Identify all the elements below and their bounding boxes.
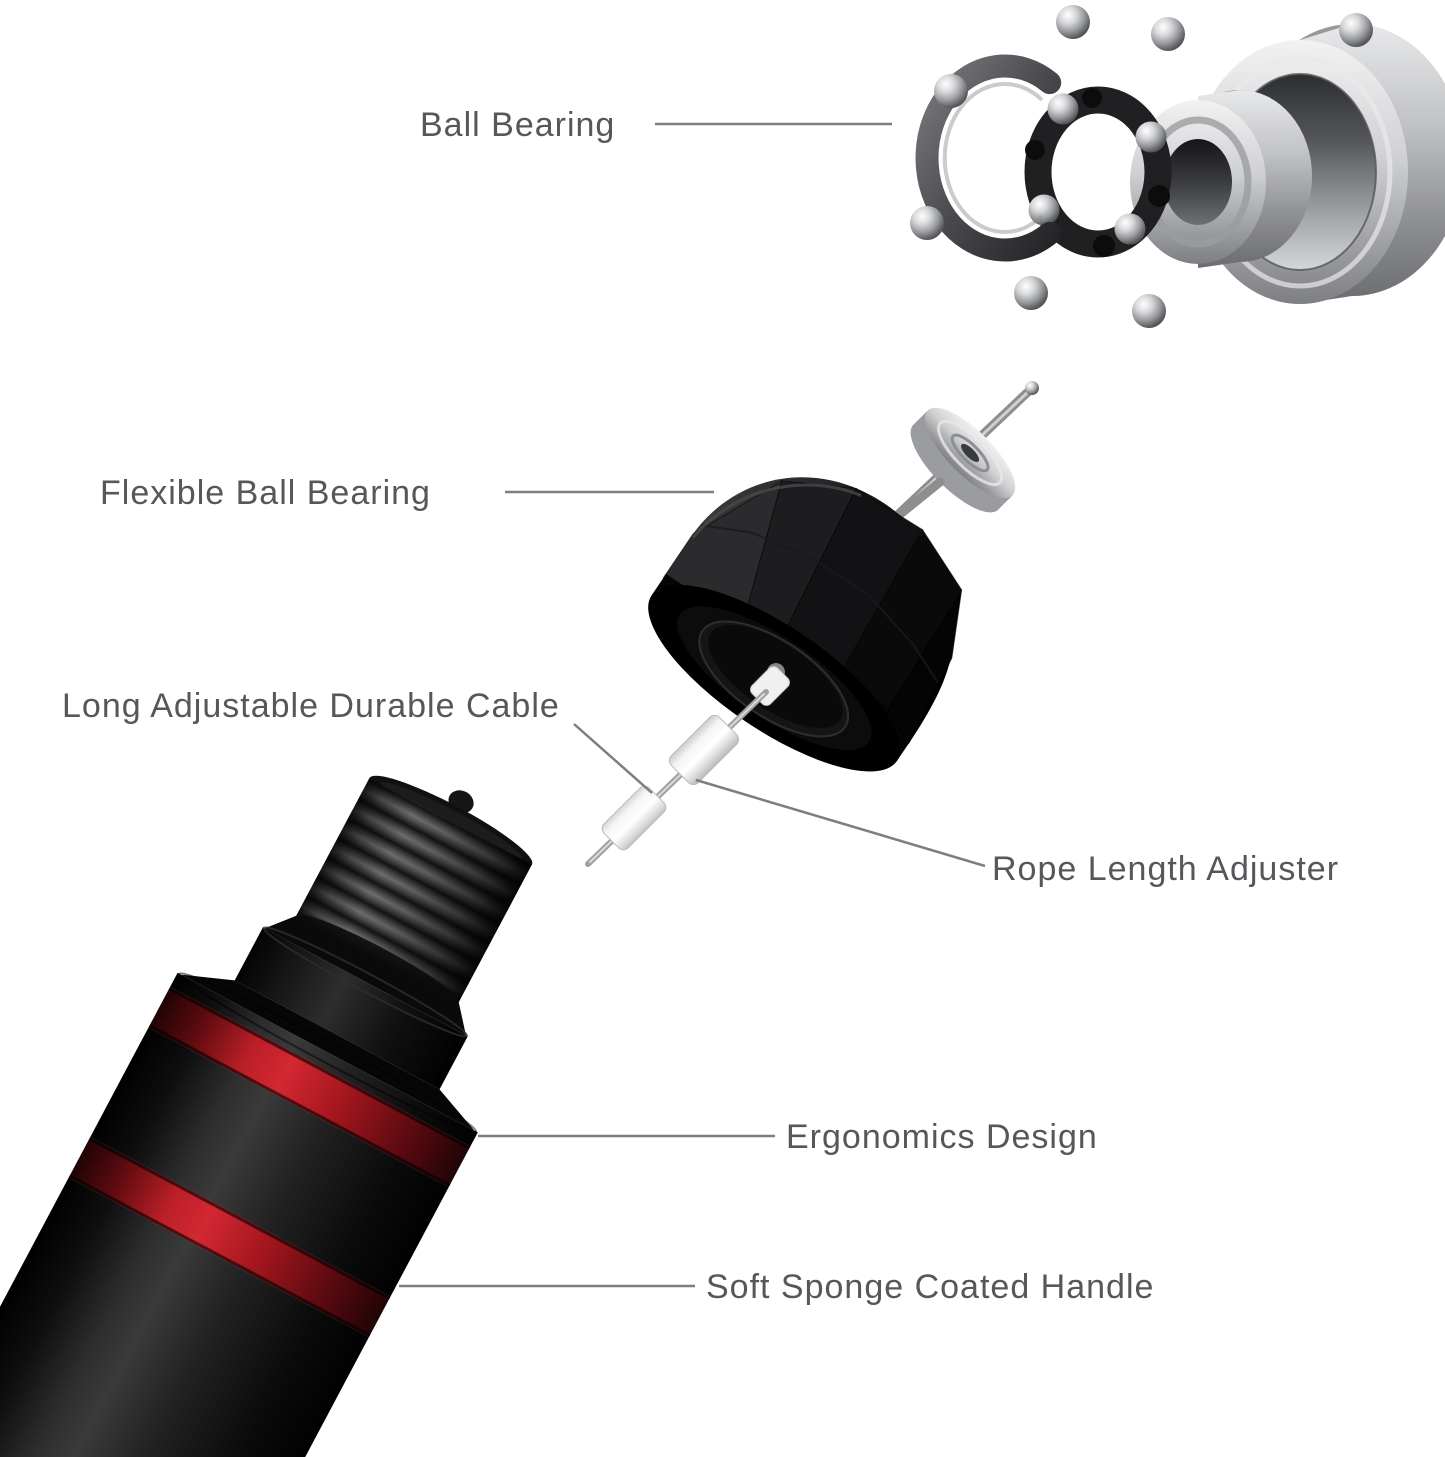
bearing-cage [1024, 86, 1172, 258]
washer-disc [910, 407, 1016, 513]
leader-line-cable [573, 723, 653, 794]
threaded-cap [296, 777, 532, 1004]
handle-assembly [0, 775, 533, 1457]
label-long-adjustable-cable: Long Adjustable Durable Cable [62, 687, 560, 725]
red-ring-upper [148, 986, 471, 1188]
loose-bearing-balls [910, 5, 1373, 328]
rope-length-adjuster-sleeves [601, 714, 740, 851]
handle-collar [234, 926, 468, 1090]
label-ball-bearing: Ball Bearing [420, 106, 616, 144]
ball-bearing-assembly [910, 5, 1445, 328]
label-rope-length-adjuster: Rope Length Adjuster [992, 850, 1340, 888]
washer-and-pin [883, 381, 1039, 529]
leader-lines [399, 122, 986, 1288]
leader-line-rope-length-adjuster [695, 778, 986, 868]
label-ergonomics-design: Ergonomics Design [786, 1118, 1098, 1156]
adjuster-sleeve-upper [668, 714, 740, 786]
red-ring-lower [68, 1136, 391, 1338]
adjuster-sleeve-lower [601, 785, 667, 851]
label-flexible-ball-bearing: Flexible Ball Bearing [100, 474, 431, 512]
label-soft-sponge-handle: Soft Sponge Coated Handle [706, 1268, 1155, 1306]
foam-grip [0, 972, 478, 1457]
snap-ring [915, 54, 1062, 262]
